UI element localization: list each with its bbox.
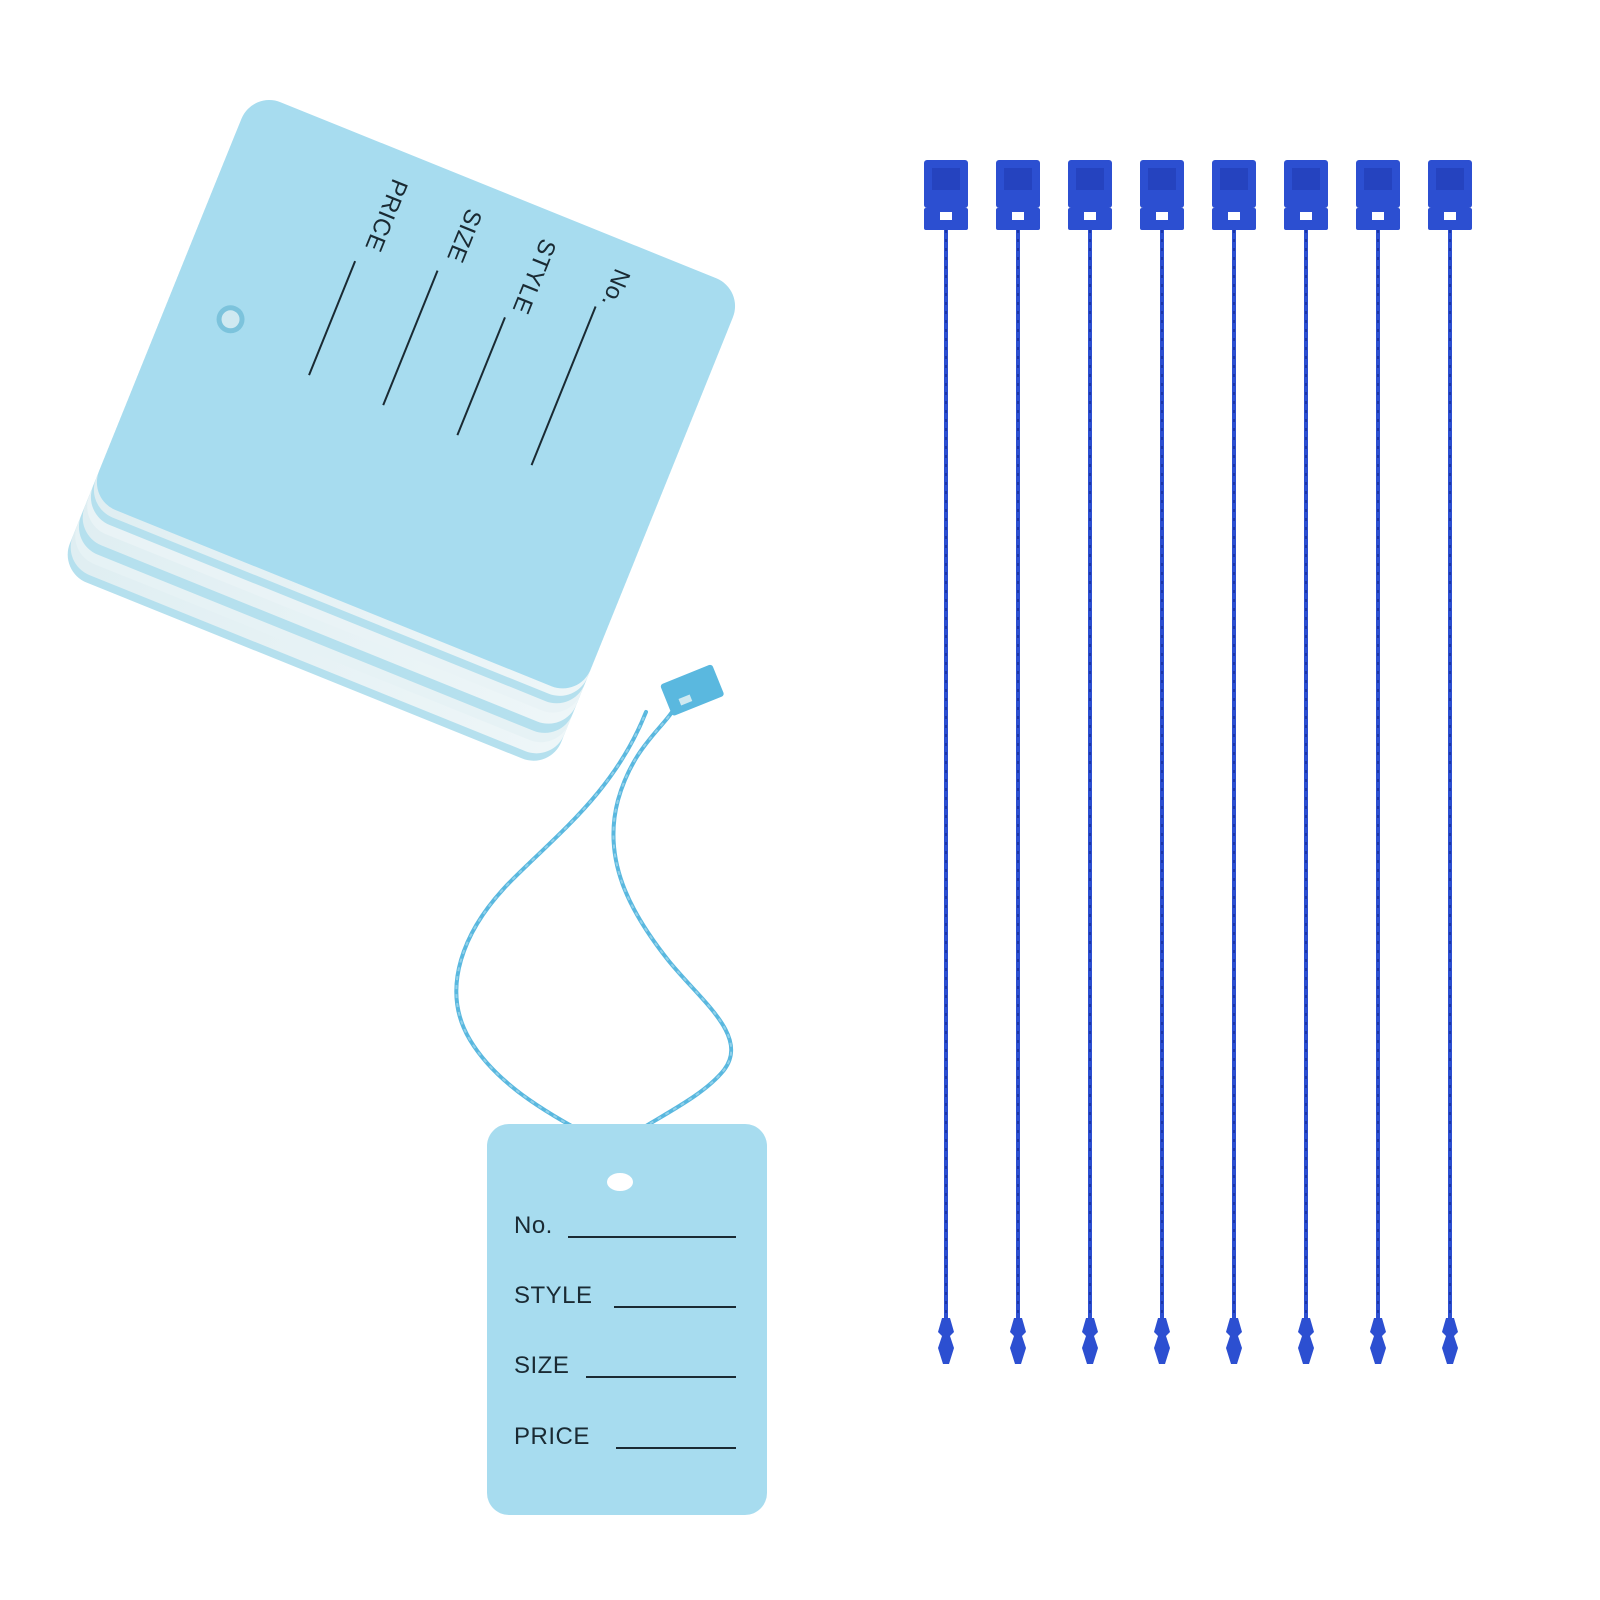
single-label-size: SIZE xyxy=(514,1352,569,1379)
fastener-tip xyxy=(1370,1318,1386,1364)
fastener-tip xyxy=(1442,1318,1458,1364)
single-tag-hole xyxy=(607,1173,633,1191)
fastener-head xyxy=(1212,160,1256,208)
fastener xyxy=(1212,160,1256,1364)
stack-top-tag xyxy=(96,100,736,689)
fastener-group xyxy=(924,160,1472,1364)
fastener-head xyxy=(924,160,968,208)
fastener xyxy=(1356,160,1400,1364)
fastener xyxy=(1284,160,1328,1364)
fastener xyxy=(1140,160,1184,1364)
tag-string-head xyxy=(660,664,724,716)
fastener xyxy=(924,160,968,1364)
tag-string xyxy=(454,710,734,1150)
single-tag-fields: No. STYLE SIZE PRICE xyxy=(514,1212,736,1450)
fastener-tip xyxy=(1010,1318,1026,1364)
fastener-tip xyxy=(1226,1318,1242,1364)
single-label-no: No. xyxy=(514,1212,553,1239)
fastener-head xyxy=(996,160,1040,208)
fastener-tip xyxy=(1298,1318,1314,1364)
single-label-price: PRICE xyxy=(514,1423,590,1450)
fastener-head xyxy=(1140,160,1184,208)
fastener-tip xyxy=(938,1318,954,1364)
tag-stack: No. STYLE SIZE PRICE xyxy=(67,100,736,761)
fastener-tip xyxy=(1154,1318,1170,1364)
single-tag: No. STYLE SIZE PRICE xyxy=(454,664,767,1515)
fastener xyxy=(1068,160,1112,1364)
fastener-head xyxy=(1284,160,1328,208)
fastener xyxy=(1428,160,1472,1364)
fastener-head xyxy=(1356,160,1400,208)
fastener-head xyxy=(1068,160,1112,208)
fastener-tip xyxy=(1082,1318,1098,1364)
single-tag-card xyxy=(487,1124,767,1515)
fastener xyxy=(996,160,1040,1364)
fastener-head xyxy=(1428,160,1472,208)
single-label-style: STYLE xyxy=(514,1282,593,1309)
